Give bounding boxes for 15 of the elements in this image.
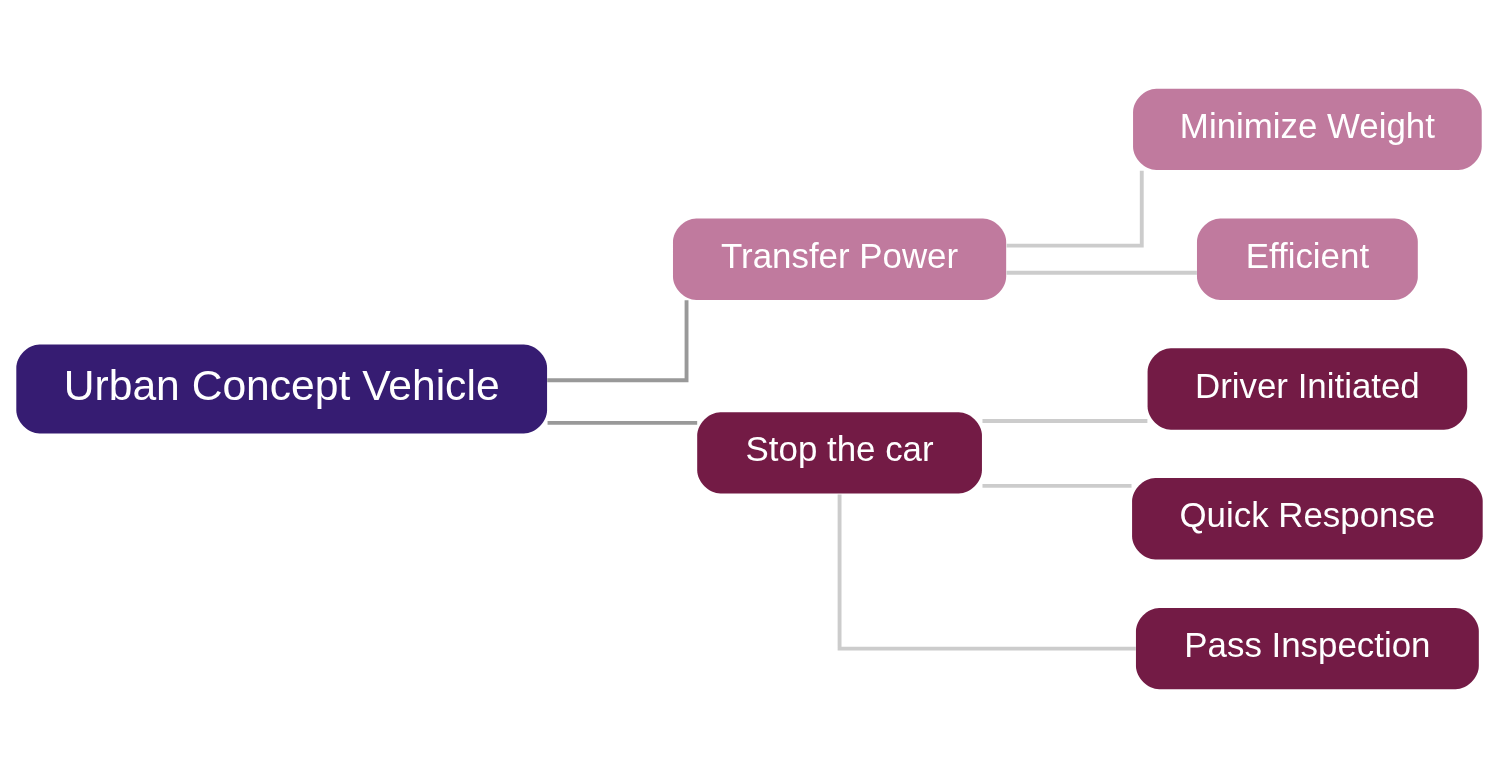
- node-box: Minimize Weight: [1133, 88, 1482, 171]
- connector: [1006, 270, 1197, 275]
- node-box: Pass Inspection: [1135, 607, 1479, 690]
- connector: [982, 483, 1132, 488]
- connector: [1006, 170, 1144, 248]
- connector: [547, 300, 689, 383]
- node-box: Urban Concept Vehicle: [16, 344, 548, 434]
- connector: [547, 420, 698, 425]
- node-box: Efficient: [1196, 218, 1418, 300]
- connector: [837, 494, 1136, 651]
- node-box: Driver Initiated: [1147, 348, 1468, 430]
- node-box: Transfer Power: [673, 218, 1007, 300]
- connector: [982, 419, 1148, 423]
- node-box: Quick Response: [1132, 478, 1483, 560]
- node-box: Stop the car: [697, 412, 982, 494]
